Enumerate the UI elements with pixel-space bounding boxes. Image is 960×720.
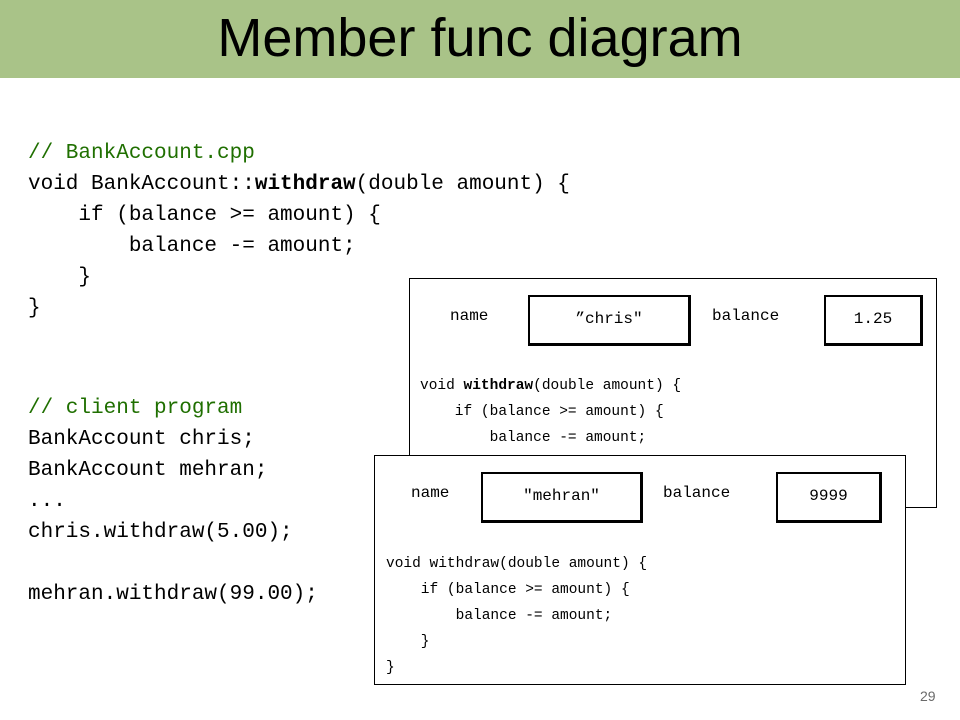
method-name: withdraw (463, 378, 534, 394)
method-close-outer: } (386, 660, 395, 676)
code-close-inner: } (28, 266, 92, 289)
client-line: mehran.withdraw(99.00); (28, 583, 318, 606)
balance-label: balance (663, 484, 731, 502)
member-function-code: // BankAccount.cpp void BankAccount::wit… (28, 138, 570, 324)
balance-value-box: 1.25 (824, 295, 923, 346)
method-body-line: balance -= amount; (386, 608, 613, 624)
object-method-code: void withdraw(double amount) { if (balan… (420, 373, 681, 451)
client-line: ... (28, 490, 66, 513)
code-comment: // BankAccount.cpp (28, 142, 255, 165)
client-line: BankAccount chris; (28, 428, 255, 451)
method-signature: void withdraw(double amount) { (386, 556, 648, 572)
object-method-code: void withdraw(double amount) { if (balan… (386, 551, 647, 681)
name-value-box: "mehran" (481, 472, 643, 523)
method-signature-prefix: void (420, 378, 464, 394)
name-value-box: ”chris" (528, 295, 691, 346)
method-body-line: balance -= amount; (420, 430, 647, 446)
method-close-inner: } (386, 634, 430, 650)
balance-value: 9999 (809, 487, 848, 505)
code-close-outer: } (28, 297, 41, 320)
slide-title: Member func diagram (217, 8, 743, 68)
title-bar (0, 0, 960, 78)
code-body-line: balance -= amount; (28, 235, 356, 258)
method-if-line: if (balance >= amount) { (386, 582, 630, 598)
code-signature-suffix: (double amount) { (355, 173, 570, 196)
name-label: name (411, 484, 450, 502)
client-line: BankAccount mehran; (28, 459, 268, 482)
method-if-line: if (balance >= amount) { (420, 404, 664, 420)
client-line: chris.withdraw(5.00); (28, 521, 293, 544)
name-label: name (450, 307, 489, 325)
balance-value: 1.25 (853, 310, 893, 328)
code-function-name: withdraw (254, 173, 356, 196)
code-signature-prefix: void BankAccount:: (28, 173, 255, 196)
method-signature-suffix: (double amount) { (533, 378, 682, 394)
name-value: "mehran" (523, 487, 600, 505)
code-if-line: if (balance >= amount) { (28, 204, 381, 227)
page-number: 29 (920, 688, 936, 704)
object-mehran: name "mehran" balance 9999 void withdraw… (374, 455, 906, 685)
client-program-code: // client program BankAccount chris; Ban… (28, 393, 318, 610)
balance-value-box: 9999 (776, 472, 882, 523)
name-value: ”chris" (575, 310, 643, 328)
balance-label: balance (712, 307, 780, 325)
client-comment: // client program (28, 397, 243, 420)
